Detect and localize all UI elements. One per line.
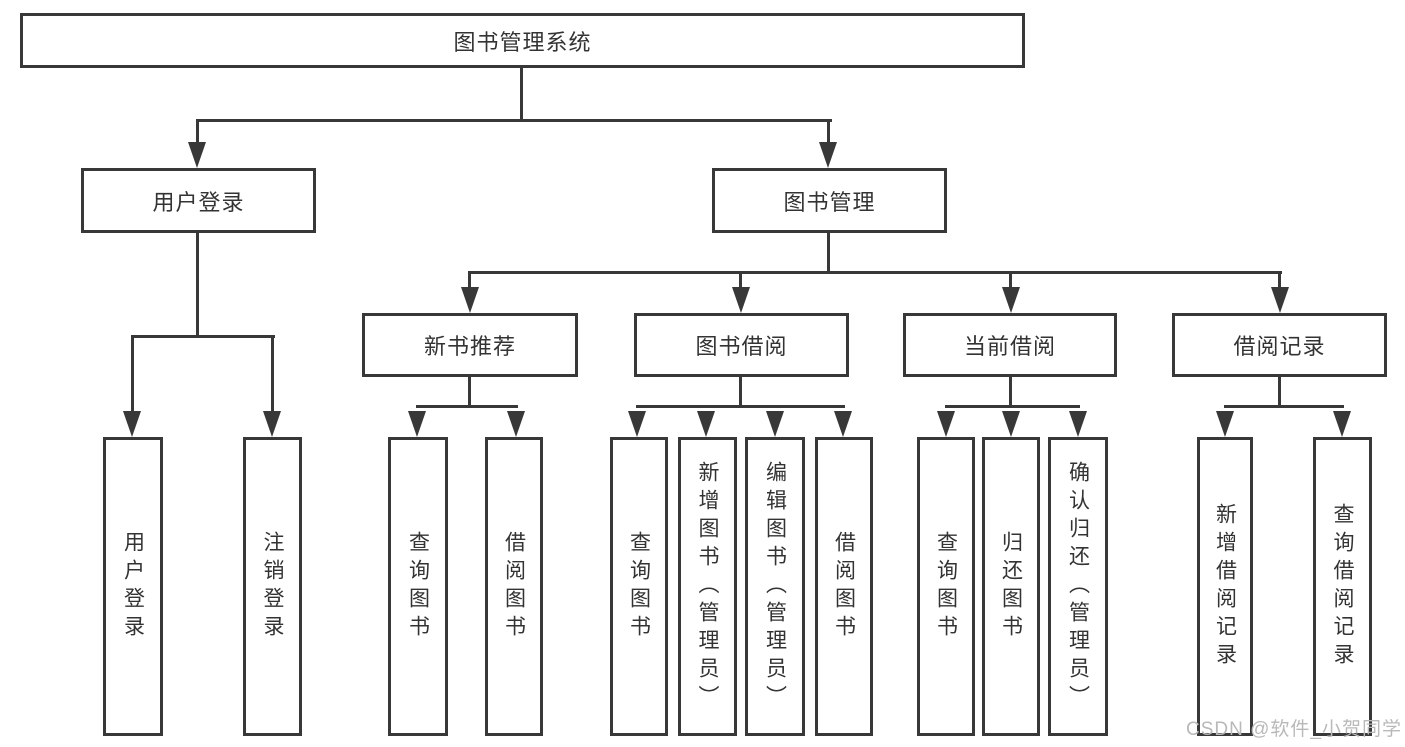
arrowhead-down-icon	[123, 411, 141, 437]
connector-line	[520, 66, 523, 122]
arrowhead-down-icon	[408, 411, 426, 437]
leaf-logout: 注销登录	[243, 437, 302, 736]
node-label: 新增借阅记录	[1213, 502, 1237, 671]
arrowhead-down-icon	[1069, 411, 1087, 437]
connector-line	[739, 271, 742, 291]
node-borrowing-records: 借阅记录	[1172, 313, 1387, 377]
connector-line	[131, 335, 134, 415]
node-label: 借阅图书	[832, 530, 856, 643]
connector-line	[1009, 271, 1012, 291]
node-label: 图书管理系统	[453, 29, 592, 55]
arrowhead-down-icon	[1271, 287, 1289, 313]
connector-line	[468, 375, 471, 408]
connector-line	[739, 375, 742, 408]
arrowhead-down-icon	[1002, 287, 1020, 313]
connector-line	[1278, 375, 1281, 408]
node-label: 查询图书	[934, 530, 958, 643]
connector-line	[131, 335, 275, 338]
connector-line	[827, 119, 830, 147]
node-book-borrowing: 图书借阅	[634, 313, 849, 377]
connector-line	[827, 233, 830, 274]
connector-line	[197, 119, 832, 122]
node-label: 图书管理	[783, 189, 876, 215]
leaf-borrow-books-recommend: 借阅图书	[485, 437, 543, 736]
node-label: 编辑图书（管理员）	[763, 460, 787, 713]
arrowhead-down-icon	[263, 411, 281, 437]
arrowhead-down-icon	[819, 142, 837, 168]
connector-line	[1278, 271, 1281, 291]
connector-line	[1224, 405, 1344, 408]
node-label: 注销登录	[261, 530, 284, 643]
arrowhead-down-icon	[732, 287, 750, 313]
leaf-query-borrow-record: 查询借阅记录	[1313, 437, 1372, 736]
connector-line	[196, 233, 199, 338]
leaf-confirm-return-admin: 确认归还（管理员）	[1048, 437, 1108, 736]
connector-line	[636, 405, 845, 408]
arrowhead-down-icon	[1216, 411, 1234, 437]
node-label: 查询图书	[627, 530, 651, 643]
leaf-add-books-admin: 新增图书（管理员）	[678, 437, 737, 736]
arrowhead-down-icon	[1002, 411, 1020, 437]
csdn-watermark: CSDN @软件_小贺同学	[1186, 719, 1402, 740]
arrowhead-down-icon	[1333, 411, 1351, 437]
node-label: 借阅图书	[502, 530, 526, 643]
connector-line	[469, 271, 1282, 274]
arrowhead-down-icon	[766, 411, 784, 437]
node-label: 新书推荐	[423, 334, 516, 359]
node-label: 确认归还（管理员）	[1066, 460, 1090, 713]
node-label: 图书借阅	[695, 334, 788, 359]
node-label: 查询借阅记录	[1331, 502, 1354, 671]
connector-line	[271, 335, 274, 415]
node-label: 新增图书（管理员）	[696, 460, 719, 713]
connector-line	[945, 405, 1080, 408]
arrowhead-down-icon	[937, 411, 955, 437]
connector-line	[1009, 375, 1012, 408]
arrowhead-down-icon	[834, 411, 852, 437]
arrowhead-down-icon	[697, 411, 715, 437]
connector-line	[416, 405, 518, 408]
node-label: 查询图书	[406, 530, 430, 643]
node-label: 归还图书	[999, 530, 1023, 643]
leaf-query-books-borrowing: 查询图书	[610, 437, 668, 736]
arrowhead-down-icon	[628, 411, 646, 437]
node-new-book-recommendation: 新书推荐	[362, 313, 578, 377]
node-label: 借阅记录	[1233, 334, 1326, 359]
node-label: 用户登录	[152, 189, 245, 215]
leaf-return-books: 归还图书	[982, 437, 1040, 736]
node-user-login: 用户登录	[81, 168, 316, 233]
arrowhead-down-icon	[461, 287, 479, 313]
leaf-add-borrow-record: 新增借阅记录	[1197, 437, 1253, 736]
node-book-management: 图书管理	[712, 168, 947, 233]
arrowhead-down-icon	[188, 142, 206, 168]
connector-line	[468, 271, 471, 291]
leaf-borrow-books-borrowing: 借阅图书	[815, 437, 873, 736]
leaf-edit-books-admin: 编辑图书（管理员）	[745, 437, 805, 736]
node-label: 当前借阅	[963, 334, 1056, 359]
leaf-query-books-current: 查询图书	[917, 437, 975, 736]
connector-line	[196, 119, 199, 147]
node-label: 用户登录	[121, 530, 145, 643]
leaf-user-login: 用户登录	[103, 437, 163, 736]
node-current-borrowing: 当前借阅	[903, 313, 1117, 377]
node-root-library-management-system: 图书管理系统	[20, 13, 1025, 68]
arrowhead-down-icon	[507, 411, 525, 437]
leaf-query-books-recommend: 查询图书	[388, 437, 448, 736]
